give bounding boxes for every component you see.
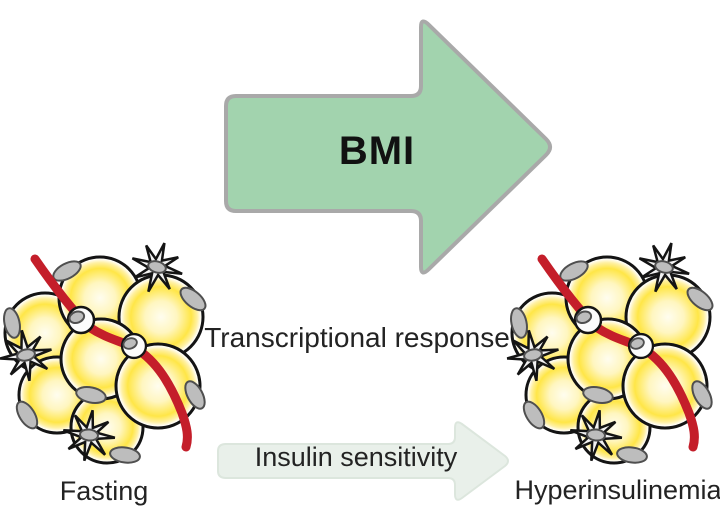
bmi-arrow-icon [224,19,552,275]
adipocyte-cluster-right-icon [502,236,716,464]
fasting-label: Fasting [59,476,149,506]
insulin-arrow-icon [217,421,509,501]
transcriptional-response-label: Transcriptional response [204,322,510,353]
bmi-label: BMI [338,129,416,173]
hyperinsulinemia-label: Hyperinsulinemia [514,475,720,505]
insulin-sensitivity-label: Insulin sensitivity [254,442,458,472]
adipocyte-cluster-left-icon [0,236,209,464]
